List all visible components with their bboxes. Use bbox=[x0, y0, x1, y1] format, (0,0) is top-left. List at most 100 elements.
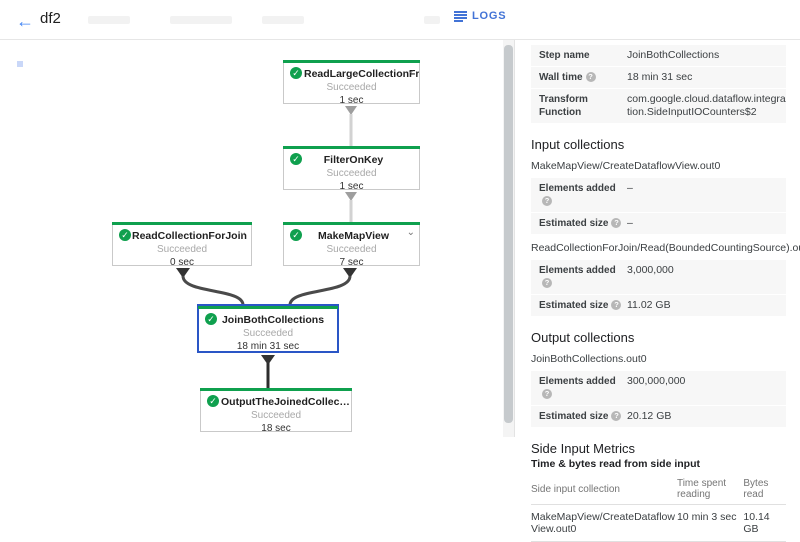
logs-icon bbox=[454, 10, 467, 22]
graph-node-readlargecollection[interactable]: ✓ ReadLargeCollectionFr… ⌄ Succeeded 1 s… bbox=[283, 60, 420, 106]
step-name-label: Step name bbox=[539, 50, 590, 61]
node-title: OutputTheJoinedCollec… bbox=[221, 396, 350, 408]
node-time: 7 sec bbox=[339, 257, 364, 268]
help-icon[interactable]: ? bbox=[611, 300, 622, 310]
graph-node-readcollectionforjoin[interactable]: ✓ ReadCollectionForJoin ⌄ Succeeded 0 se… bbox=[112, 222, 252, 268]
node-status-bar bbox=[283, 222, 420, 225]
side-input-metrics-heading: Side Input Metrics bbox=[531, 441, 636, 456]
panel-scrollbar-thumb[interactable] bbox=[504, 45, 513, 423]
transform-function-label: Transform Function bbox=[539, 94, 588, 118]
help-icon[interactable]: ? bbox=[542, 389, 552, 399]
help-icon[interactable]: ? bbox=[542, 196, 552, 206]
wall-time-label: Wall time? bbox=[539, 71, 627, 84]
elements-added-row: Elements added? 3,000,000 bbox=[531, 260, 786, 294]
graph-edges bbox=[176, 106, 357, 388]
node-status-bar bbox=[198, 306, 338, 309]
graph-node-makemapview[interactable]: ✓ MakeMapView ⌄ Succeeded 7 sec bbox=[283, 222, 420, 268]
elements-added-label: Elements added? bbox=[539, 265, 616, 288]
graph-node-filteronkey[interactable]: ✓ FilterOnKey Succeeded 1 sec bbox=[283, 146, 420, 192]
logs-button-label: LOGS bbox=[472, 10, 507, 22]
toolbar-ghost-text bbox=[262, 16, 304, 24]
toolbar-ghost-text bbox=[424, 16, 440, 24]
node-time: 0 sec bbox=[170, 257, 194, 268]
logs-button[interactable]: LOGS bbox=[454, 10, 506, 22]
chevron-down-icon[interactable]: ⌄ bbox=[406, 65, 415, 76]
output-collections-heading: Output collections bbox=[531, 330, 635, 345]
job-title: df2 bbox=[40, 10, 61, 27]
step-name-value: JoinBothCollections bbox=[627, 49, 720, 61]
success-check-icon: ✓ bbox=[205, 313, 217, 325]
node-status: Succeeded bbox=[326, 168, 377, 179]
elements-added-label: Elements added? bbox=[539, 183, 616, 206]
node-time: 1 sec bbox=[339, 95, 364, 106]
estimated-size-row: Estimated size? 20.12 GB bbox=[531, 406, 786, 427]
back-arrow-icon[interactable]: ← bbox=[16, 11, 34, 31]
graph-node-joinbothcollections-selected[interactable]: ✓ JoinBothCollections Succeeded 18 min 3… bbox=[197, 304, 339, 353]
node-title: ReadLargeCollectionFr… bbox=[304, 68, 419, 80]
estimated-size-label: Estimated size? bbox=[539, 410, 627, 423]
node-status-bar bbox=[200, 388, 352, 391]
estimated-size-row: Estimated size? – bbox=[531, 213, 786, 234]
column-header: Bytes read bbox=[743, 474, 786, 505]
estimated-size-row: Estimated size? 11.02 GB bbox=[531, 295, 786, 316]
success-check-icon: ✓ bbox=[119, 229, 131, 241]
minimap-dot bbox=[17, 61, 23, 67]
node-title: JoinBothCollections bbox=[221, 314, 325, 326]
node-status: Succeeded bbox=[326, 82, 377, 93]
step-name-row: Step name JoinBothCollections bbox=[531, 45, 786, 66]
node-status: Succeeded bbox=[326, 244, 377, 255]
collection-name: JoinBothCollections.out0 bbox=[531, 353, 647, 365]
estimated-size-label: Estimated size? bbox=[539, 299, 627, 312]
collection-name: MakeMapView/CreateDataflowView.out0 bbox=[531, 160, 721, 172]
column-header: Side input collection bbox=[531, 474, 677, 505]
estimated-size-label: Estimated size? bbox=[539, 217, 627, 230]
estimated-size-value: 11.02 GB bbox=[627, 299, 671, 311]
time-spent-reading-cell: 10 min 3 sec bbox=[676, 504, 744, 542]
node-status: Succeeded bbox=[250, 410, 302, 421]
step-details-panel: ✕ Step Step name JoinBothCollections Wal… bbox=[514, 0, 800, 542]
help-icon[interactable]: ? bbox=[585, 72, 596, 82]
wall-time-value: 18 min 31 sec bbox=[627, 71, 693, 83]
elements-added-value: – bbox=[627, 182, 633, 194]
elements-added-label: Elements added? bbox=[539, 376, 616, 399]
column-header: Time spent reading bbox=[676, 474, 744, 505]
node-title: MakeMapView bbox=[317, 230, 389, 242]
chevron-down-icon[interactable]: ⌄ bbox=[406, 227, 415, 238]
success-check-icon: ✓ bbox=[207, 395, 219, 407]
side-input-collection-cell: MakeMapView/CreateDataflow View.out0 bbox=[531, 504, 677, 542]
table-row: MakeMapView/CreateDataflow View.out0 10 … bbox=[531, 504, 786, 542]
toolbar-ghost-text bbox=[170, 16, 232, 24]
app-toolbar: ← df2 LOGS bbox=[0, 0, 800, 40]
bytes-read-cell: 10.14 GB bbox=[743, 504, 786, 542]
success-check-icon: ✓ bbox=[290, 153, 302, 165]
node-status: Succeeded bbox=[242, 328, 294, 339]
success-check-icon: ✓ bbox=[290, 229, 302, 241]
node-status-bar bbox=[112, 222, 252, 225]
transform-function-value: com.google.cloud.dataflow.integration.Si… bbox=[627, 93, 786, 118]
estimated-size-value: – bbox=[627, 217, 633, 229]
elements-added-value: 300,000,000 bbox=[627, 375, 686, 387]
elements-added-row: Elements added? 300,000,000 bbox=[531, 371, 786, 405]
pipeline-graph-canvas[interactable]: ✓ ReadLargeCollectionFr… ⌄ Succeeded 1 s… bbox=[0, 40, 503, 437]
graph-node-outputthejoined[interactable]: ✓ OutputTheJoinedCollec… Succeeded 18 se… bbox=[200, 388, 352, 434]
node-title: ReadCollectionForJoin bbox=[132, 230, 247, 242]
help-icon[interactable]: ? bbox=[542, 278, 552, 288]
panel-scrollbar-track[interactable] bbox=[503, 40, 514, 437]
side-input-metrics-subheading: Time & bytes read from side input bbox=[531, 458, 701, 470]
input-collections-heading: Input collections bbox=[531, 137, 625, 152]
help-icon[interactable]: ? bbox=[611, 411, 622, 421]
node-status-bar bbox=[283, 146, 420, 149]
node-time: 18 min 31 sec bbox=[236, 341, 300, 352]
help-icon[interactable]: ? bbox=[611, 218, 622, 228]
node-time: 1 sec bbox=[339, 181, 364, 192]
side-input-metrics-table: Side input collection Time spent reading… bbox=[531, 474, 786, 542]
elements-added-row: Elements added? – bbox=[531, 178, 786, 212]
collection-name: ReadCollectionForJoin/Read(BoundedCounti… bbox=[531, 242, 800, 254]
chevron-down-icon[interactable]: ⌄ bbox=[238, 227, 247, 238]
node-title: FilterOnKey bbox=[323, 154, 384, 166]
estimated-size-value: 20.12 GB bbox=[627, 410, 672, 422]
success-check-icon: ✓ bbox=[290, 67, 302, 79]
transform-function-row: Transform Function com.google.cloud.data… bbox=[531, 89, 786, 123]
toolbar-ghost-text bbox=[88, 16, 130, 24]
node-status-bar bbox=[283, 60, 420, 63]
